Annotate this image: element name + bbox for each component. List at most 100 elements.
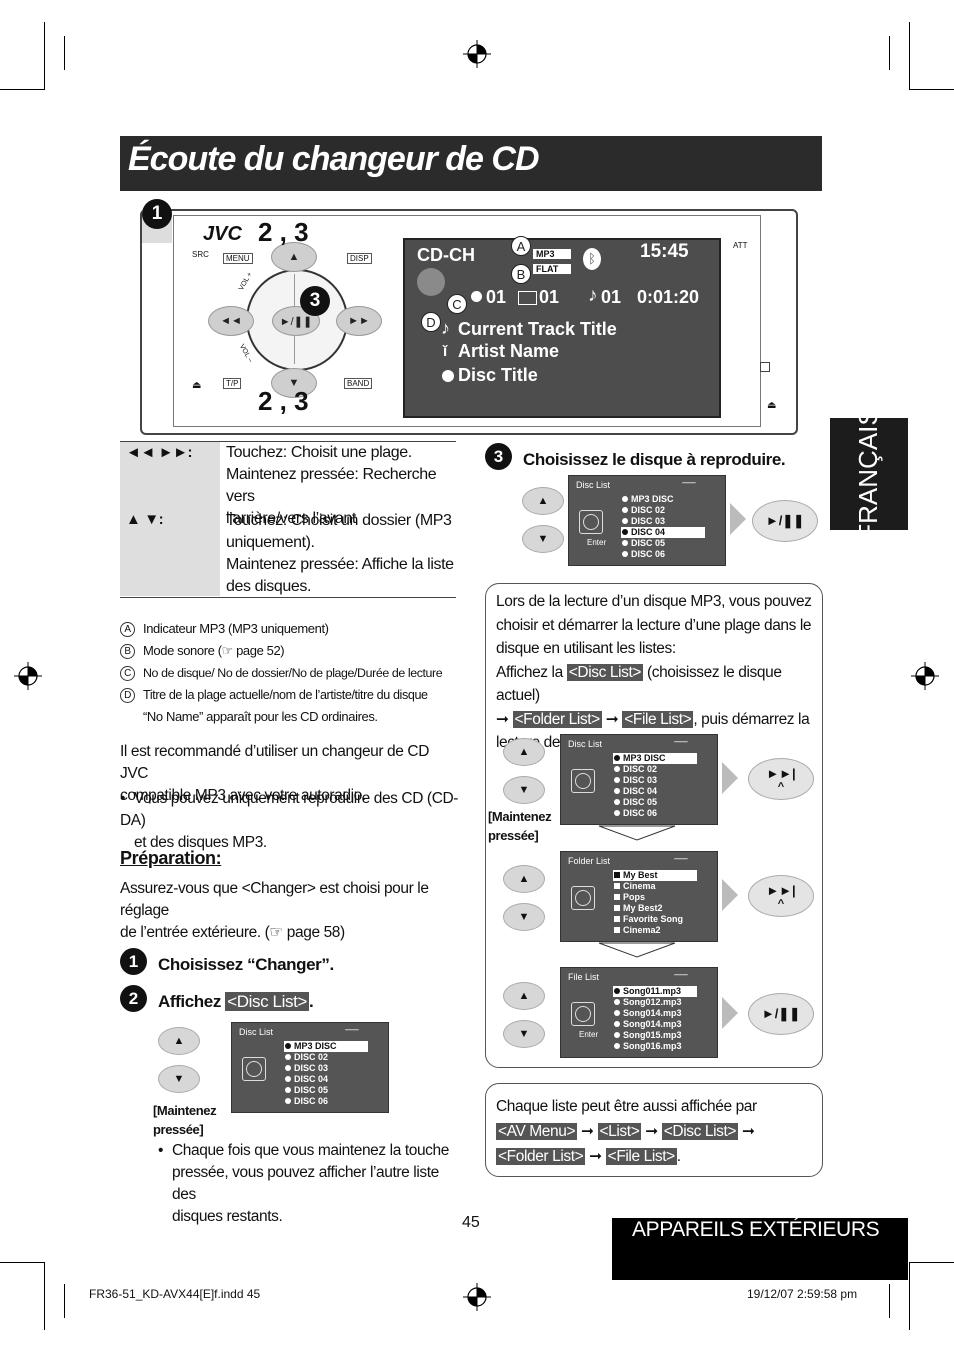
list-item[interactable]: DISC 04 bbox=[621, 527, 705, 538]
disc-icon bbox=[471, 291, 482, 302]
up-button[interactable]: ▲ bbox=[271, 242, 317, 272]
footer-file: FR36-51_KD-AVX44[E]f.indd 45 bbox=[89, 1287, 261, 1301]
list-item[interactable]: MP3 DISC bbox=[284, 1041, 368, 1052]
step-2-text: Affichez <Disc List>. bbox=[158, 992, 314, 1011]
sound-mode: FLAT bbox=[533, 264, 571, 274]
arrow-icon bbox=[730, 503, 746, 535]
list-item[interactable]: Song015.mp3 bbox=[613, 1030, 697, 1041]
down-button[interactable]: ▼ bbox=[503, 903, 545, 931]
list-item[interactable]: Favorite Song bbox=[613, 914, 697, 925]
list-item[interactable]: DISC 02 bbox=[621, 505, 705, 516]
clock: 15:45 bbox=[640, 241, 689, 262]
folder-icon bbox=[518, 291, 537, 305]
att-button[interactable]: ATT bbox=[733, 241, 748, 250]
list-item[interactable]: DISC 05 bbox=[621, 538, 705, 549]
tp-button[interactable]: T/P bbox=[223, 378, 242, 389]
next-button[interactable]: ►► bbox=[336, 306, 382, 336]
disc-list-screen: Disc List -------- MP3 DISC DISC 02 DISC… bbox=[560, 734, 718, 825]
band-button[interactable]: BAND bbox=[344, 378, 373, 389]
intro-text: Il est recommandé d’utiliser un changeur… bbox=[120, 743, 429, 804]
list-item[interactable]: Cinema2 bbox=[613, 925, 697, 936]
arrow-icon bbox=[722, 762, 738, 794]
up-button[interactable]: ▲ bbox=[158, 1027, 200, 1055]
up-button[interactable]: ▲ bbox=[522, 487, 564, 515]
list-item[interactable]: DISC 03 bbox=[613, 775, 697, 786]
list-item[interactable]: My Best bbox=[613, 870, 697, 881]
list-item[interactable]: MP3 DISC bbox=[613, 753, 697, 764]
crop-mark bbox=[44, 1262, 45, 1330]
folder-list-screen: Folder List -------- My Best Cinema Pops… bbox=[560, 851, 718, 942]
list-item[interactable]: Song014.mp3 bbox=[613, 1019, 697, 1030]
list-item[interactable]: DISC 06 bbox=[284, 1096, 368, 1107]
disc-number: 01 bbox=[486, 287, 507, 307]
next-button[interactable]: ►►|^ bbox=[748, 875, 814, 917]
artist-icon: ǐ bbox=[443, 343, 448, 360]
preparation-heading: Préparation: bbox=[120, 848, 222, 868]
crop-mark bbox=[889, 1284, 890, 1318]
screen-dashes: -------- bbox=[344, 1025, 359, 1034]
arrow-icon bbox=[722, 997, 738, 1029]
down-button[interactable]: ▼ bbox=[522, 525, 564, 553]
up-button[interactable]: ▲ bbox=[503, 865, 545, 893]
crop-mark bbox=[910, 1262, 954, 1263]
down-button[interactable]: ▼ bbox=[503, 1020, 545, 1048]
crop-mark bbox=[64, 36, 65, 70]
list-item[interactable]: DISC 03 bbox=[621, 516, 705, 527]
list-item[interactable]: DISC 04 bbox=[613, 786, 697, 797]
callout-1: 1 bbox=[142, 199, 172, 229]
list-item[interactable]: DISC 04 bbox=[284, 1074, 368, 1085]
menu-button[interactable]: MENU bbox=[223, 253, 253, 264]
updown-key-description: Touchez: Choisit un dossier (MP3 uniquem… bbox=[226, 512, 454, 595]
knob-icon bbox=[579, 510, 603, 534]
next-button[interactable]: ►►|^ bbox=[748, 758, 814, 800]
down-button[interactable]: ▼ bbox=[271, 368, 317, 398]
list-item[interactable]: My Best2 bbox=[613, 903, 697, 914]
disp-button[interactable]: DISP bbox=[347, 253, 372, 264]
folder-items: My Best Cinema Pops My Best2 Favorite So… bbox=[613, 870, 697, 936]
play-pause-button[interactable]: ►/❚❚ bbox=[752, 500, 818, 542]
list-item[interactable]: DISC 06 bbox=[621, 549, 705, 560]
knob-icon bbox=[242, 1057, 266, 1081]
screen-title: Disc List bbox=[568, 739, 603, 749]
list-item[interactable]: Song014.mp3 bbox=[613, 1008, 697, 1019]
src-button[interactable]: SRC bbox=[192, 250, 209, 259]
crop-mark bbox=[909, 22, 910, 90]
play-pause-button[interactable]: ►/❚❚ bbox=[748, 993, 814, 1035]
key-table bbox=[120, 441, 456, 598]
list-item[interactable]: DISC 02 bbox=[613, 764, 697, 775]
list-item[interactable]: DISC 05 bbox=[613, 797, 697, 808]
prev-button[interactable]: ◄◄ bbox=[208, 306, 254, 336]
down-button[interactable]: ▼ bbox=[503, 776, 545, 804]
section-label: APPAREILS EXTÉRIEURS bbox=[632, 1218, 880, 1241]
callout-b: B bbox=[511, 264, 531, 284]
eject-icon[interactable]: ⏏ bbox=[767, 400, 777, 411]
down-button[interactable]: ▼ bbox=[158, 1065, 200, 1093]
callout-3: 3 bbox=[300, 286, 330, 316]
track-number: 01 bbox=[601, 287, 622, 307]
reset-button[interactable] bbox=[760, 362, 770, 372]
title-bar bbox=[120, 136, 822, 191]
mp3-list-box bbox=[485, 583, 823, 1068]
list-item[interactable]: Song011.mp3 bbox=[613, 986, 697, 997]
source-label: CD-CH bbox=[417, 245, 475, 265]
list-item[interactable]: DISC 05 bbox=[284, 1085, 368, 1096]
list-item[interactable]: Song016.mp3 bbox=[613, 1041, 697, 1052]
page-title: Écoute du changeur de CD bbox=[128, 140, 539, 178]
list-item[interactable]: Cinema bbox=[613, 881, 697, 892]
list-item[interactable]: Pops bbox=[613, 892, 697, 903]
list-item[interactable]: DISC 06 bbox=[613, 808, 697, 819]
list-item[interactable]: MP3 DISC bbox=[621, 494, 705, 505]
callout-2-3: 2 , 3 bbox=[258, 386, 309, 416]
registration-mark-icon bbox=[463, 1283, 491, 1311]
up-button[interactable]: ▲ bbox=[503, 982, 545, 1010]
list-item[interactable]: DISC 03 bbox=[284, 1063, 368, 1074]
language-label: FRANÇAIS bbox=[852, 408, 883, 540]
list-item[interactable]: Song012.mp3 bbox=[613, 997, 697, 1008]
screen-dashes: -------- bbox=[673, 970, 688, 979]
list-item[interactable]: DISC 02 bbox=[284, 1052, 368, 1063]
disc-list-screen: Disc List -------- MP3 DISC DISC 02 DISC… bbox=[231, 1022, 389, 1113]
up-button[interactable]: ▲ bbox=[503, 738, 545, 766]
eject-icon[interactable]: ⏏ bbox=[192, 380, 202, 391]
